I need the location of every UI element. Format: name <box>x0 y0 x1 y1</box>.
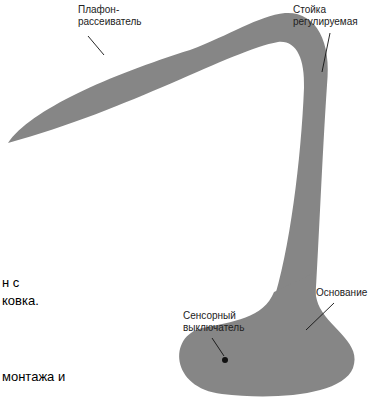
part-label: Стойка регулируемая <box>293 4 373 27</box>
part-label: Плафон-рассеиватель <box>78 4 158 27</box>
part-label: Основание <box>316 287 378 299</box>
leader-line <box>306 303 334 330</box>
lamp-arm-and-shade <box>8 13 328 306</box>
text-fragment: монтажа и <box>2 370 102 385</box>
leader-line <box>212 338 224 356</box>
text-fragment: н с <box>2 276 62 291</box>
switch-dot <box>222 357 228 363</box>
leader-line <box>322 33 330 72</box>
text-fragment: ковка. <box>2 294 62 309</box>
part-label: Сенсорный выключатель <box>183 310 258 333</box>
leader-line <box>88 36 104 55</box>
